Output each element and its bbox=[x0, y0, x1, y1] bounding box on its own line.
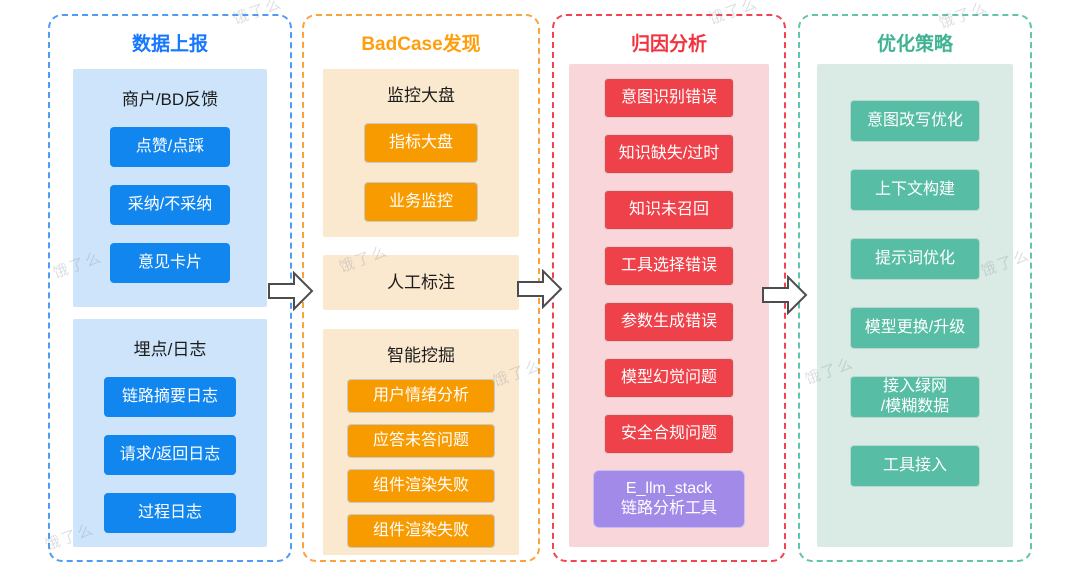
node-safety-compliance: 安全合规问题 bbox=[604, 414, 734, 454]
node-model-upgrade: 模型更换/升级 bbox=[850, 307, 980, 349]
node-user-sentiment-analysis: 用户情绪分析 bbox=[347, 379, 495, 413]
group-header-merchant-bd-feedback: 商户/BD反馈 bbox=[121, 90, 219, 109]
flow-arrow-stage2-to-stage3 bbox=[517, 269, 563, 309]
group-smart-mining: 智能挖掘 用户情绪分析 应答未答问题 组件渲染失败 组件渲染失败 bbox=[323, 329, 519, 555]
group-header-monitoring-dashboard: 监控大盘 bbox=[387, 86, 455, 105]
stage-column-badcase-discovery: BadCase发现 监控大盘 指标大盘 业务监控 人工标注 智能挖掘 用户情绪分… bbox=[302, 14, 540, 562]
node-metric-dashboard: 指标大盘 bbox=[364, 123, 478, 163]
column-title-badcase-discovery: BadCase发现 bbox=[361, 34, 481, 55]
stage-column-data-report: 数据上报 商户/BD反馈 点赞/点踩 采纳/不采纳 意见卡片 埋点/日志 链路摘… bbox=[48, 14, 292, 562]
group-monitoring-dashboard: 监控大盘 指标大盘 业务监控 bbox=[323, 69, 519, 237]
node-tool-selection-error: 工具选择错误 bbox=[604, 246, 734, 286]
node-knowledge-missing-outdated: 知识缺失/过时 bbox=[604, 134, 734, 174]
node-process-log: 过程日志 bbox=[104, 493, 236, 533]
group-attribution-causes: 意图识别错误 知识缺失/过时 知识未召回 工具选择错误 参数生成错误 模型幻觉问… bbox=[569, 64, 769, 547]
node-context-building: 上下文构建 bbox=[850, 169, 980, 211]
flow-arrow-stage1-to-stage2 bbox=[268, 271, 314, 311]
node-prompt-optimization: 提示词优化 bbox=[850, 238, 980, 280]
group-manual-annotation: 人工标注 bbox=[323, 255, 519, 310]
node-business-monitor: 业务监控 bbox=[364, 182, 478, 222]
group-tracking-logs: 埋点/日志 链路摘要日志 请求/返回日志 过程日志 bbox=[73, 319, 267, 547]
group-merchant-bd-feedback: 商户/BD反馈 点赞/点踩 采纳/不采纳 意见卡片 bbox=[73, 69, 267, 307]
group-header-smart-mining: 智能挖掘 bbox=[387, 346, 455, 365]
node-like-dislike: 点赞/点踩 bbox=[110, 127, 230, 167]
group-optimization-actions: 意图改写优化 上下文构建 提示词优化 模型更换/升级 接入绿网 /模糊数据 工具… bbox=[817, 64, 1013, 547]
node-model-hallucination: 模型幻觉问题 bbox=[604, 358, 734, 398]
node-knowledge-not-recalled: 知识未召回 bbox=[604, 190, 734, 230]
node-feedback-card: 意见卡片 bbox=[110, 243, 230, 283]
stage-column-attribution-analysis: 归因分析 意图识别错误 知识缺失/过时 知识未召回 工具选择错误 参数生成错误 … bbox=[552, 14, 786, 562]
node-trace-summary-log: 链路摘要日志 bbox=[104, 377, 236, 417]
stage-column-optimization-strategy: 优化策略 意图改写优化 上下文构建 提示词优化 模型更换/升级 接入绿网 /模糊… bbox=[798, 14, 1032, 562]
column-title-optimization-strategy: 优化策略 bbox=[876, 34, 953, 55]
column-title-attribution-analysis: 归因分析 bbox=[630, 34, 707, 55]
node-intent-recognition-error: 意图识别错误 bbox=[604, 78, 734, 118]
group-header-tracking-logs: 埋点/日志 bbox=[133, 340, 207, 359]
flow-arrow-stage3-to-stage4 bbox=[762, 275, 808, 315]
node-e-llm-stack-trace-tool: E_llm_stack 链路分析工具 bbox=[593, 470, 745, 528]
node-tool-integration: 工具接入 bbox=[850, 445, 980, 487]
column-title-data-report: 数据上报 bbox=[131, 34, 208, 55]
node-adopt-reject: 采纳/不采纳 bbox=[110, 185, 230, 225]
node-component-render-fail-1: 组件渲染失败 bbox=[347, 469, 495, 503]
node-param-generation-error: 参数生成错误 bbox=[604, 302, 734, 342]
group-header-manual-annotation: 人工标注 bbox=[387, 272, 455, 292]
node-intent-rewrite-optimization: 意图改写优化 bbox=[850, 100, 980, 142]
node-component-render-fail-2: 组件渲染失败 bbox=[347, 514, 495, 548]
node-answered-unanswered: 应答未答问题 bbox=[347, 424, 495, 458]
node-greennet-fuzzy-data: 接入绿网 /模糊数据 bbox=[850, 376, 980, 418]
node-request-response-log: 请求/返回日志 bbox=[104, 435, 236, 475]
